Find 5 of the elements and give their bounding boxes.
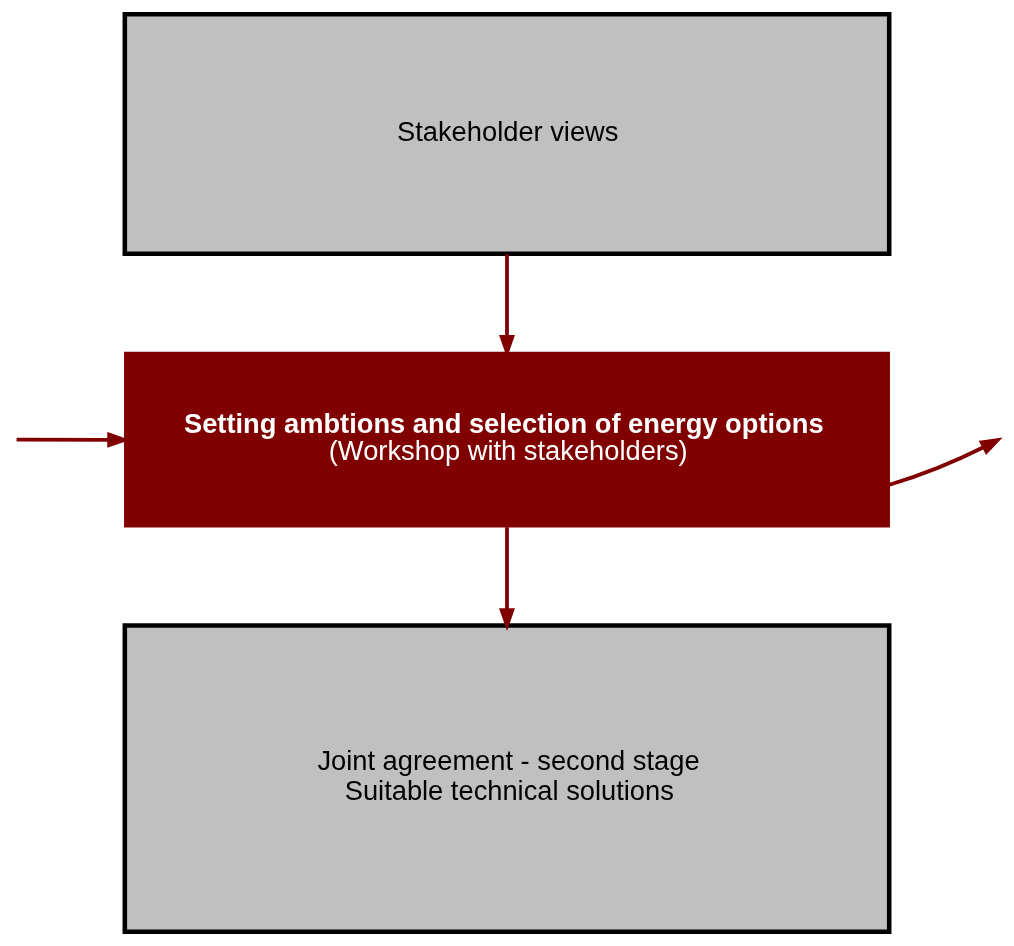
node-box: Setting ambtions and selection of energy options (Workshop with stakeholders) [124,351,890,528]
arrow [499,527,515,632]
node-box: Stakeholder views [122,11,892,257]
node-box: Joint agreement - second stage Suitable technical solutions [122,623,892,935]
arrow [888,437,1003,487]
